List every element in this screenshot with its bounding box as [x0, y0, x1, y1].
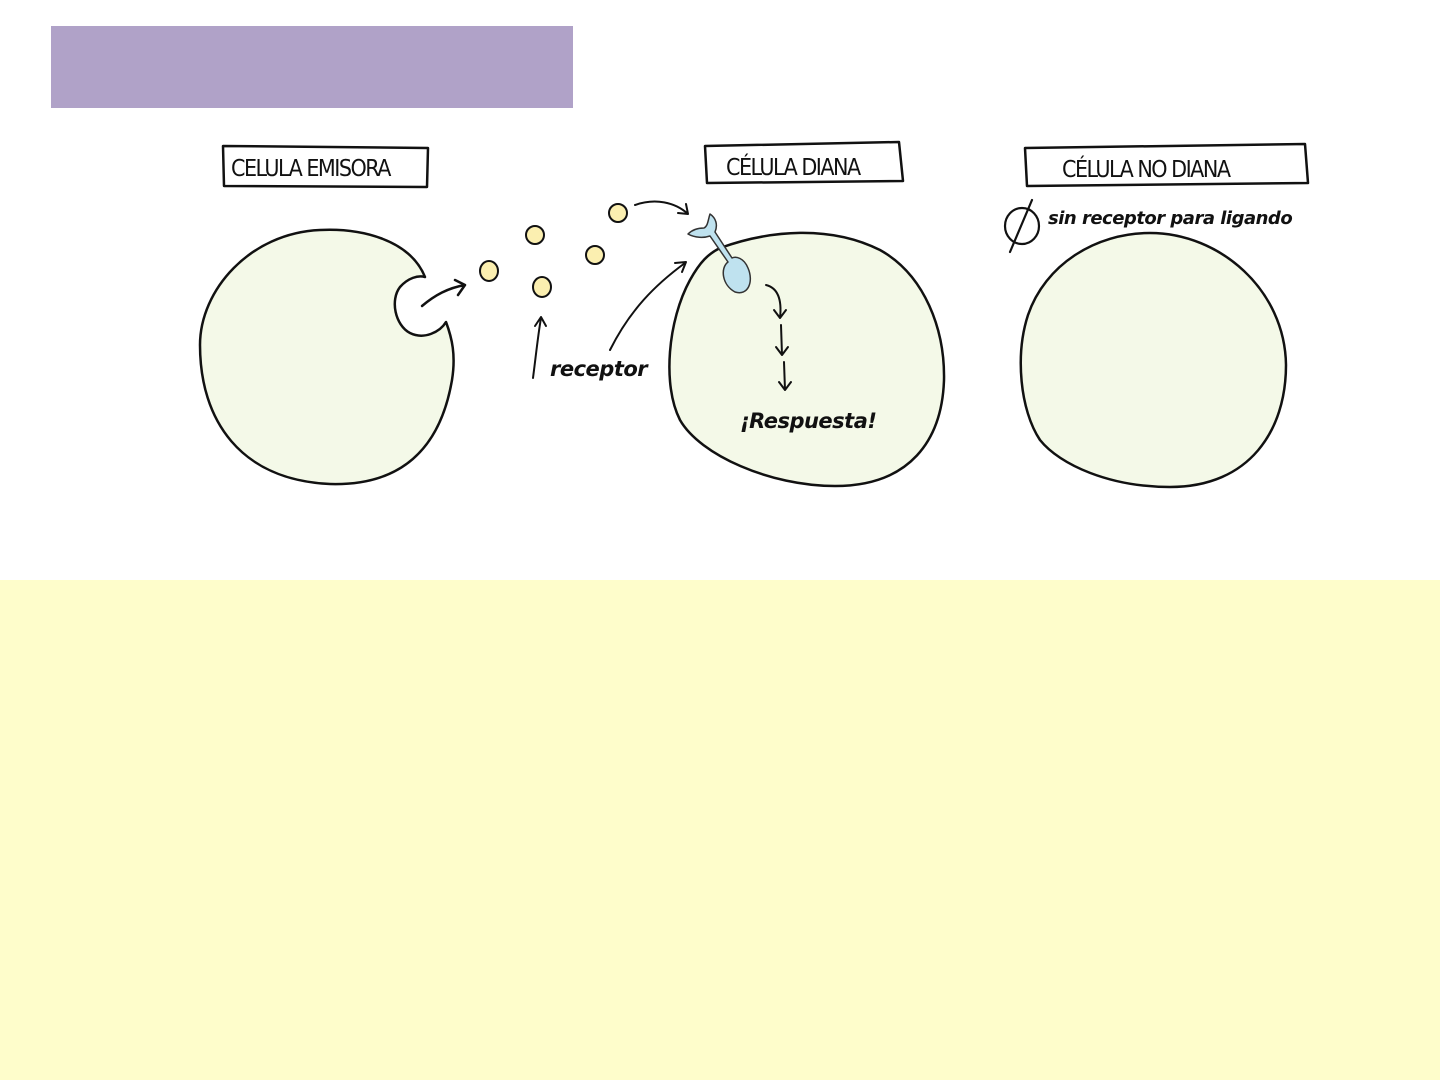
binding-arrow: [634, 200, 689, 215]
ligand-label-arrow: [532, 316, 547, 379]
target-cell: [668, 231, 946, 488]
ligand: [525, 225, 545, 245]
ligands: [479, 203, 628, 298]
receptor-label-arrow: [609, 261, 687, 351]
no-receptor-label: sin receptor para ligando: [1048, 208, 1292, 229]
receptor-protein: [687, 213, 752, 294]
title-bar: [51, 26, 573, 108]
target-cell-label-text: CÉLULA DIANA: [726, 153, 861, 181]
signal-cascade-arrows: [765, 284, 792, 391]
non-target-cell-label-text: CÉLULA NO DIANA: [1062, 155, 1231, 183]
emitter-cell-label-text: CELULA EMISORA: [231, 156, 391, 182]
emitter-cell-label: CELULA EMISORA: [221, 144, 430, 189]
non-target-cell: [1019, 231, 1288, 489]
cell-signaling-diagram: CELULA EMISORA CÉLULA DIANA CÉLULA NO DI…: [198, 140, 1310, 489]
ligand: [608, 203, 628, 223]
bottom-panel: [0, 580, 1440, 1080]
ligand: [532, 276, 552, 298]
receptor-label: receptor: [550, 357, 649, 381]
ligand: [585, 245, 605, 265]
emitter-cell: [198, 228, 455, 486]
empty-set-icon: [1003, 198, 1041, 254]
secretion-arrow: [420, 278, 467, 308]
target-cell-label: CÉLULA DIANA: [703, 140, 905, 185]
ligand: [479, 260, 499, 282]
non-target-cell-label: CÉLULA NO DIANA: [1023, 142, 1310, 188]
response-label: ¡Respuesta!: [740, 409, 876, 433]
